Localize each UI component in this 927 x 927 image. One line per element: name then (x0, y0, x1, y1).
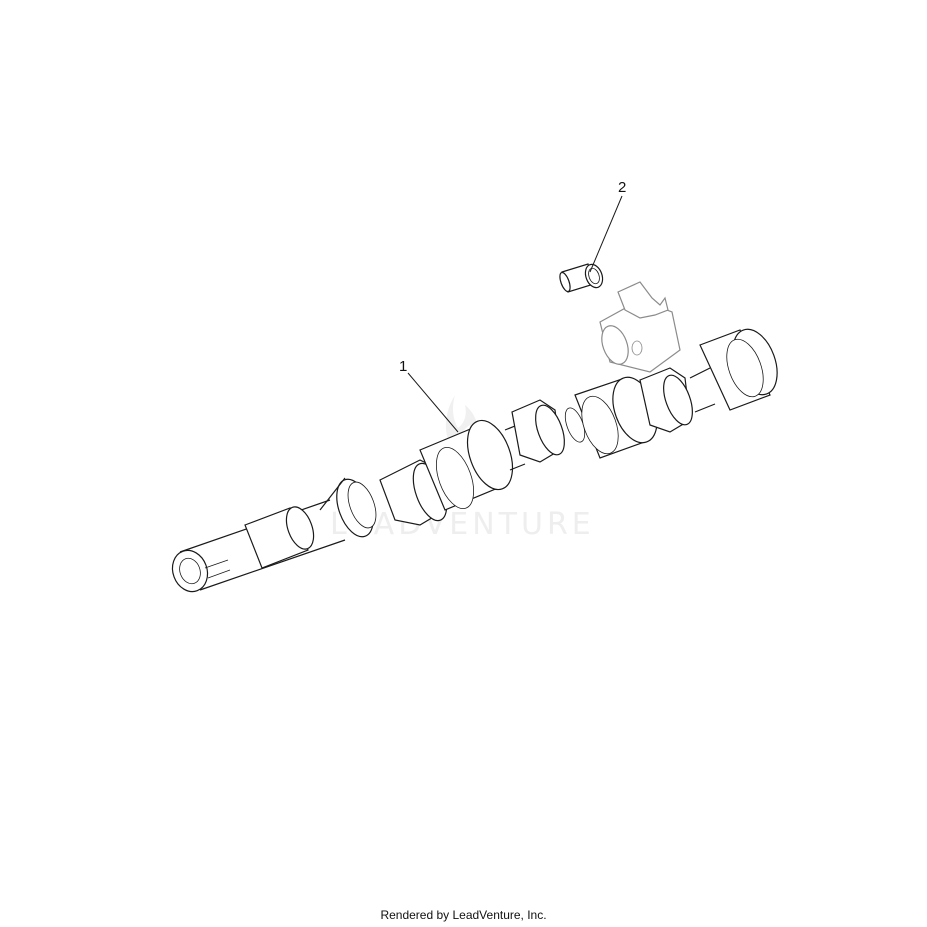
leader-lines (407, 195, 623, 433)
callout-2-label: 2 (618, 179, 626, 196)
rocker-arm-bolt-drawing (559, 263, 604, 293)
leader-line-1 (407, 372, 459, 433)
leader-line-2 (589, 195, 623, 273)
rocker-arm-drawing (599, 281, 681, 373)
footer-credit: Rendered by LeadVenture, Inc. (380, 908, 547, 922)
callout-1-label: 1 (399, 358, 407, 375)
camshaft-drawing (171, 328, 778, 593)
